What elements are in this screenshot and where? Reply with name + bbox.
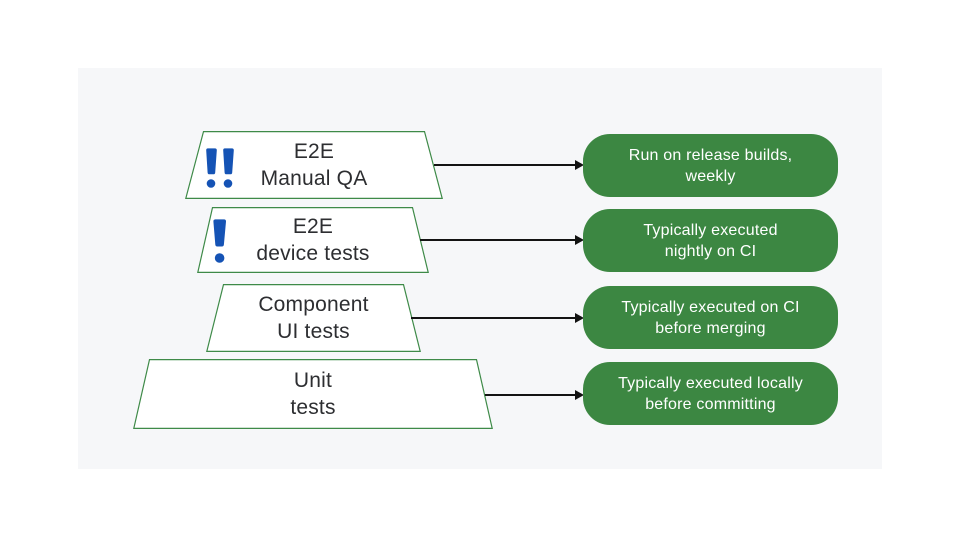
arrow-shaft (420, 239, 576, 241)
arrow-connector-2 (420, 235, 584, 245)
double-exclamation-icon (206, 148, 234, 188)
trapezoid-shape (206, 284, 421, 352)
trapezoid-shape (197, 207, 429, 273)
label-line-2: Manual QA (260, 167, 368, 190)
label-line-2: UI tests (277, 320, 350, 343)
trapezoid-component-ui-tests: Component UI tests (206, 284, 421, 352)
single-exclamation-icon (213, 219, 226, 263)
note-line-1: Typically executed on CI (621, 298, 800, 316)
arrow-shaft (411, 317, 576, 319)
note-line-2: nightly on CI (664, 242, 757, 260)
note-line-2: before committing (645, 395, 776, 413)
arrowhead-icon (575, 313, 584, 323)
note-line-1: Typically executed (643, 221, 778, 239)
note-line-1: Run on release builds, (628, 146, 793, 164)
trapezoid-label: E2E device tests (197, 207, 429, 273)
note-e2e-device-tests: Typically executed nightly on CI (583, 209, 838, 272)
trapezoid-e2e-device-tests: E2E device tests (197, 207, 429, 273)
label-line-1: Component (258, 293, 369, 316)
arrow-shaft (434, 164, 576, 166)
arrow-connector-3 (411, 313, 584, 323)
trapezoid-e2e-manual-qa: E2E Manual QA (185, 131, 443, 199)
trapezoid-unit-tests: Unit tests (133, 359, 493, 429)
arrowhead-icon (575, 160, 584, 170)
trapezoid-label: Unit tests (133, 359, 493, 429)
trapezoid-label: Component UI tests (206, 284, 421, 352)
label-line-1: Unit (293, 369, 333, 392)
trapezoid-shape (133, 359, 493, 429)
arrowhead-icon (575, 390, 584, 400)
trapezoid-shape (185, 131, 443, 199)
note-e2e-manual-qa: Run on release builds, weekly (583, 134, 838, 197)
arrowhead-icon (575, 235, 584, 245)
note-line-2: before merging (655, 319, 766, 337)
note-unit-tests: Typically executed locally before commit… (583, 362, 838, 425)
arrow-connector-4 (485, 390, 584, 400)
label-line-2: device tests (256, 242, 370, 265)
trapezoid-label: E2E Manual QA (185, 131, 443, 199)
note-component-ui-tests: Typically executed on CI before merging (583, 286, 838, 349)
label-line-2: tests (290, 396, 336, 419)
label-line-1: E2E (293, 140, 335, 163)
arrow-shaft (485, 394, 576, 396)
note-line-1: Typically executed locally (618, 374, 803, 392)
label-line-1: E2E (292, 215, 334, 238)
arrow-connector-1 (434, 160, 584, 170)
note-line-2: weekly (685, 167, 736, 185)
